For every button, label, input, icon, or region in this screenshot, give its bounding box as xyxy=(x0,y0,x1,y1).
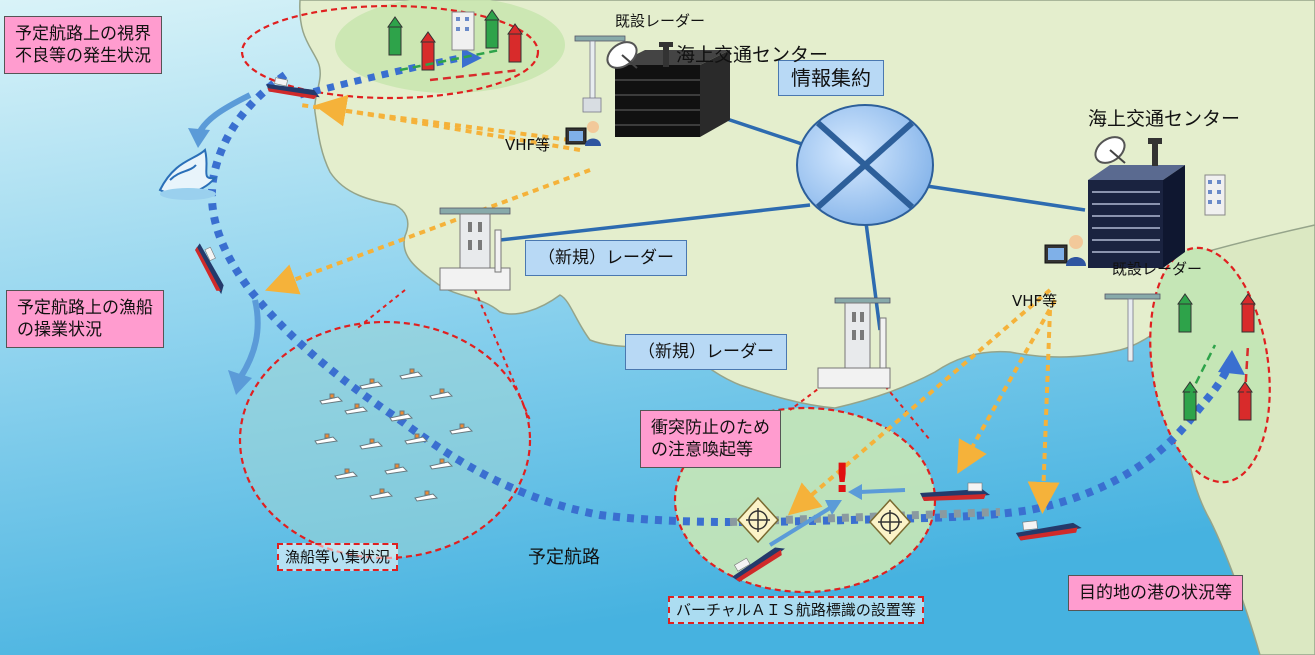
new-radar-label-1: （新規）レーダー xyxy=(538,248,674,268)
info-hub-label: 情報集約 xyxy=(791,66,871,90)
planned-route-path xyxy=(208,71,1234,527)
info-hub-label-box: 情報集約 xyxy=(778,60,884,96)
ship-destination xyxy=(1015,520,1082,541)
callout-collision-line-1: 衝突防止のため xyxy=(651,418,770,438)
traffic-center-label-right: 海上交通センター xyxy=(1088,108,1241,130)
traffic-center-building-top xyxy=(615,50,730,137)
satellite-dish-icon-top xyxy=(606,41,638,69)
virtual-ais-mark-2 xyxy=(868,498,912,546)
new-radar-label-2: （新規）レーダー xyxy=(638,342,774,362)
collision-arrow-2-head xyxy=(848,484,862,500)
existing-radar-top xyxy=(574,35,626,113)
ship-top-left xyxy=(266,77,320,100)
info-hub-node xyxy=(796,104,934,226)
radar-coverage-line-4 xyxy=(879,379,931,441)
buoys-top xyxy=(387,9,523,82)
callout-destination-text: 目的地の港の状況等 xyxy=(1079,583,1232,603)
traffic-center-label-top: 海上交通センター xyxy=(676,44,829,66)
existing-radar-right xyxy=(1104,293,1161,362)
fishing-cluster-label: 漁船等い集状況 xyxy=(285,548,391,566)
wave-icon xyxy=(158,148,218,200)
callout-visibility-line-2: 不良等の発生状況 xyxy=(15,46,151,66)
callout-collision-line-2: の注意喚起等 xyxy=(651,440,753,460)
satellite-dish-icon-right xyxy=(1094,136,1126,164)
virtual-ais-mark-1 xyxy=(736,496,780,544)
course-arrow-1-head xyxy=(188,128,210,148)
callout-fishing-line-2: の操業状況 xyxy=(17,320,102,340)
collision-arrow-2 xyxy=(859,488,906,494)
buoys-right xyxy=(1177,293,1256,421)
vhf-label-left: VHF等 xyxy=(505,136,551,154)
new-radar-tower-2 xyxy=(817,297,891,389)
operator-icon-top xyxy=(565,121,601,146)
vhf-info-arrows xyxy=(264,94,1060,516)
network-links xyxy=(499,108,1086,331)
fishing-boats xyxy=(314,368,474,502)
traffic-center-building-right xyxy=(1088,165,1185,268)
collision-arrow-1 xyxy=(768,506,832,547)
collision-arrow-1-head xyxy=(825,500,842,515)
callout-collision-alert: 衝突防止のため の注意喚起等 xyxy=(640,410,781,468)
existing-radar-label-top: 既設レーダー xyxy=(615,12,706,30)
vhf-label-right: VHF等 xyxy=(1012,292,1058,310)
callout-fishing-ops: 予定航路上の漁船 の操業状況 xyxy=(6,290,164,348)
callout-visibility-status: 予定航路上の視界 不良等の発生状況 xyxy=(4,16,162,74)
operator-icon-right xyxy=(1044,235,1086,266)
antenna-mast-icon-top xyxy=(659,42,673,67)
antenna-mast-icon-right xyxy=(1148,138,1162,166)
fishing-zone-outline xyxy=(238,320,532,560)
collision-alert-mark: ! xyxy=(833,456,852,502)
fishing-zone xyxy=(240,322,530,558)
planned-route-label: 予定航路 xyxy=(528,547,600,568)
callout-destination-port: 目的地の港の状況等 xyxy=(1068,575,1243,611)
callout-fishing-line-1: 予定航路上の漁船 xyxy=(17,298,153,318)
course-arrow-2-head xyxy=(228,370,252,395)
office-building-icon-right xyxy=(1204,174,1226,216)
ship-collision-left xyxy=(732,547,785,582)
existing-radar-label-right: 既設レーダー xyxy=(1112,260,1203,278)
ship-left-coast xyxy=(195,243,224,295)
virtual-ais-label: バーチャルＡＩＳ航路標識の設置等 xyxy=(676,601,916,619)
virtual-ais-label-box: バーチャルＡＩＳ航路標識の設置等 xyxy=(668,596,924,624)
radar-coverage-line-2 xyxy=(354,289,406,331)
harbor-zone-top-outline xyxy=(240,4,540,100)
route-arrowhead-top xyxy=(462,48,482,68)
new-radar-label-box-2: （新規）レーダー xyxy=(625,334,787,370)
route-arrowhead-right xyxy=(1218,350,1245,375)
fishing-cluster-label-box: 漁船等い集状況 xyxy=(277,543,399,571)
new-radar-label-box-1: （新規）レーダー xyxy=(525,240,687,276)
callout-visibility-line-1: 予定航路上の視界 xyxy=(15,24,151,44)
ship-collision-right xyxy=(920,482,990,501)
office-building-icon-top xyxy=(451,11,475,51)
new-radar-tower-1 xyxy=(439,207,511,291)
course-arrow-2 xyxy=(237,299,261,380)
